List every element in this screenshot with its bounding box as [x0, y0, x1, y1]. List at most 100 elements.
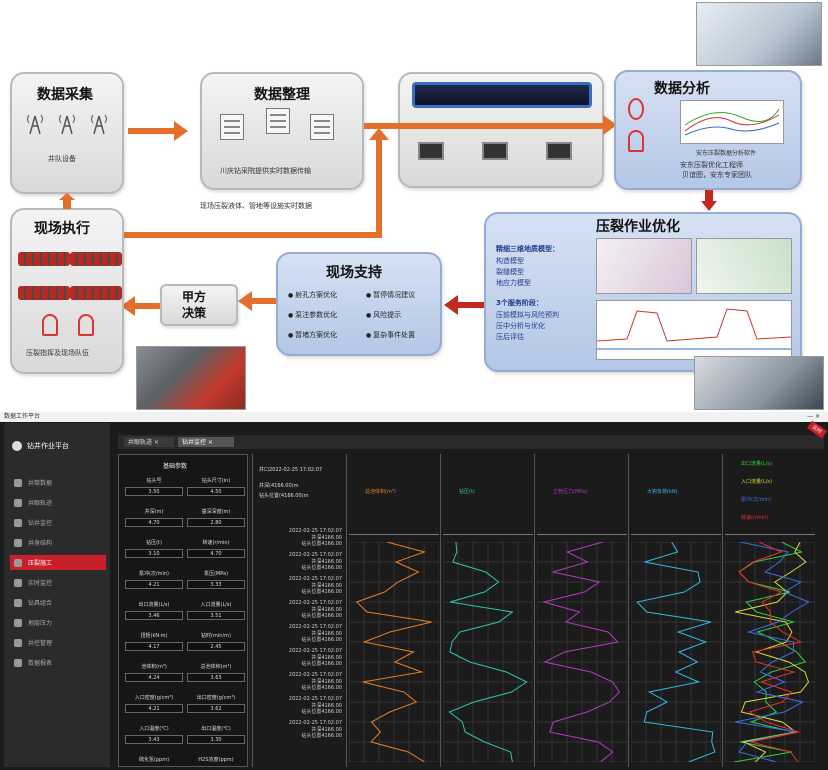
sidebar-item[interactable]: 井眼轨迹	[10, 495, 106, 510]
field-exec-box: 现场执行 压裂指挥及现场队伍	[10, 208, 124, 374]
worker-icon	[78, 314, 94, 336]
data-analysis-title: 数据分析	[654, 81, 710, 97]
legend-label: 出口流量(L/s)	[741, 461, 772, 467]
legend-label: 转速(r/min)	[741, 515, 769, 521]
monitor-wall-box	[366, 72, 606, 188]
log-track: 大钩负荷(kN)	[628, 454, 722, 767]
field-support-title: 现场支持	[326, 265, 382, 281]
server-icon	[220, 114, 244, 140]
client-decision-title: 甲方 决策	[182, 290, 207, 320]
antenna-icon	[59, 114, 75, 135]
fracture-model-image	[596, 238, 692, 294]
arrow-head	[603, 115, 617, 135]
log-track: 立管压力(MPa)	[534, 454, 628, 767]
arrow-down	[701, 190, 717, 211]
track-scale	[725, 534, 815, 535]
arrow-head	[238, 291, 252, 311]
track-scale	[631, 534, 721, 535]
client-decision-box: 甲方 决策	[160, 284, 238, 326]
menu-icon	[14, 478, 22, 487]
track-label: 钻压(t)	[459, 489, 475, 495]
param-cell: 扭矩(kN·m)4.17	[125, 632, 183, 651]
frac-optimization-title: 压裂作业优化	[596, 219, 680, 235]
time-label: 钻头位置4166.00	[301, 637, 342, 643]
window-controls[interactable]: — ×	[807, 413, 820, 420]
time-label: 钻头位置4166.00	[301, 541, 342, 547]
time-label: 钻头位置4166.00	[301, 733, 342, 739]
track-scale	[443, 534, 533, 535]
arrow-head	[369, 128, 389, 140]
time-label: 钻头位置4166.00	[301, 589, 342, 595]
param-cell: H2S浓度(ppm)	[198, 757, 234, 763]
time-label: 钻头位置4166.00	[301, 661, 342, 667]
analysis-line1: 安东压裂优化工程师	[680, 161, 743, 169]
param-cell: 出口密度(g/cm³)3.62	[187, 694, 245, 713]
track-curve	[448, 542, 528, 762]
sidebar-item[interactable]: 钻井监控	[10, 515, 106, 530]
param-cell: 井深(m)4.70	[125, 508, 183, 527]
time-label: 2022-02-25 17:02:07	[288, 696, 342, 702]
time-label: 2022-02-25 17:02:07	[288, 552, 342, 558]
data-collection-title: 数据采集	[37, 87, 93, 103]
tab-monitor[interactable]: 钻井监控 ×	[178, 437, 234, 447]
legend-label: 入口流量(L/s)	[741, 479, 772, 485]
logo-icon	[12, 441, 22, 451]
antenna-icon	[91, 114, 107, 135]
track-grid	[725, 542, 815, 762]
time-panel: 井口2022-02-25 17:02:07 井深(4166.00)m 钻头位置(…	[252, 454, 346, 767]
arrow-exec-to-bus	[124, 232, 382, 238]
sidebar-item[interactable]: 地层压力	[10, 615, 106, 630]
track-curve	[738, 542, 803, 762]
track-curve	[355, 542, 432, 762]
track-grid	[349, 542, 439, 762]
optim-item: 构造模型	[496, 257, 524, 265]
tab-trajectory[interactable]: 井眼轨迹 ×	[124, 437, 174, 447]
analysis-line2: 贝谊图，安东专家团队	[682, 171, 752, 179]
engineer-icon	[628, 98, 644, 120]
time-label: 井深4166.00	[311, 679, 342, 685]
sidebar-item[interactable]: 井筒数据	[10, 475, 106, 490]
params-title: 基础参数	[163, 463, 188, 470]
sidebar-item[interactable]: 井身结构	[10, 535, 106, 550]
time-label: 井深4166.00	[311, 535, 342, 541]
arrow-head	[444, 295, 458, 315]
optim-item: 压中分析与优化	[496, 322, 545, 330]
worker-icon	[42, 314, 58, 336]
param-cell: 总池体积(m³)3.63	[187, 663, 245, 682]
field-support-box: 现场支持 射孔方案优化 泵注参数优化 暂堵方案优化 暂停情况建议 风险提示 复杂…	[276, 252, 442, 356]
frac-chart-image	[596, 300, 792, 360]
server-icon	[266, 108, 290, 134]
arrow-optim-to-support	[458, 302, 484, 308]
time-label: 井深4166.00	[311, 655, 342, 661]
sidebar-item[interactable]: 井控管理	[10, 635, 106, 650]
sidebar-item[interactable]: 压裂施工	[10, 555, 106, 570]
support-bullet: 风险提示	[366, 310, 401, 320]
field-exec-label: 压裂指挥及现场队伍	[26, 349, 89, 357]
sidebar-item[interactable]: 数据报表	[10, 655, 106, 670]
data-analysis-box: 数据分析 安东压裂数据分析软件 安东压裂优化工程师 贝谊图，安东专家团队	[614, 70, 802, 190]
param-cell: 转速(r/min)4.70	[187, 539, 245, 558]
track-curve	[735, 542, 810, 762]
arrow-bus-vertical	[376, 136, 382, 238]
time-label: 钻头位置4166.00	[301, 613, 342, 619]
menu-icon	[14, 558, 22, 567]
time-label: 井深4166.00	[311, 631, 342, 637]
arrow-support-to-party	[252, 298, 276, 304]
window-titlebar: 数据工作平台 — ×	[0, 412, 828, 422]
arrow-party-to-exec	[134, 303, 160, 309]
track-curve	[636, 542, 716, 762]
sidebar-item[interactable]: 钻具组合	[10, 595, 106, 610]
param-cell: 钻时(min/m)2.45	[187, 632, 245, 651]
log-track: 总池体积(m³)	[346, 454, 440, 767]
param-cell: 垂深深度(m)2.80	[187, 508, 245, 527]
sidebar: 钻井作业平台 井筒数据井眼轨迹钻井监控井身结构压裂施工实时监控钻具组合地层压力井…	[4, 423, 110, 767]
field-exec-title: 现场执行	[34, 221, 90, 237]
time-label: 2022-02-25 17:02:07	[288, 528, 342, 534]
sidebar-item[interactable]: 实时监控	[10, 575, 106, 590]
log-track: 钻压(t)	[440, 454, 534, 767]
analysis-chart-caption: 安东压裂数据分析软件	[696, 150, 757, 157]
logo: 钻井作业平台	[12, 441, 69, 451]
frac-optimization-box: 压裂作业优化 精细三维地质模型： 构造模型 裂缝模型 地应力模型 3个服务阶段：…	[484, 212, 802, 372]
frac-truck-icon	[70, 286, 122, 300]
optim-item: 裂缝模型	[496, 268, 524, 276]
